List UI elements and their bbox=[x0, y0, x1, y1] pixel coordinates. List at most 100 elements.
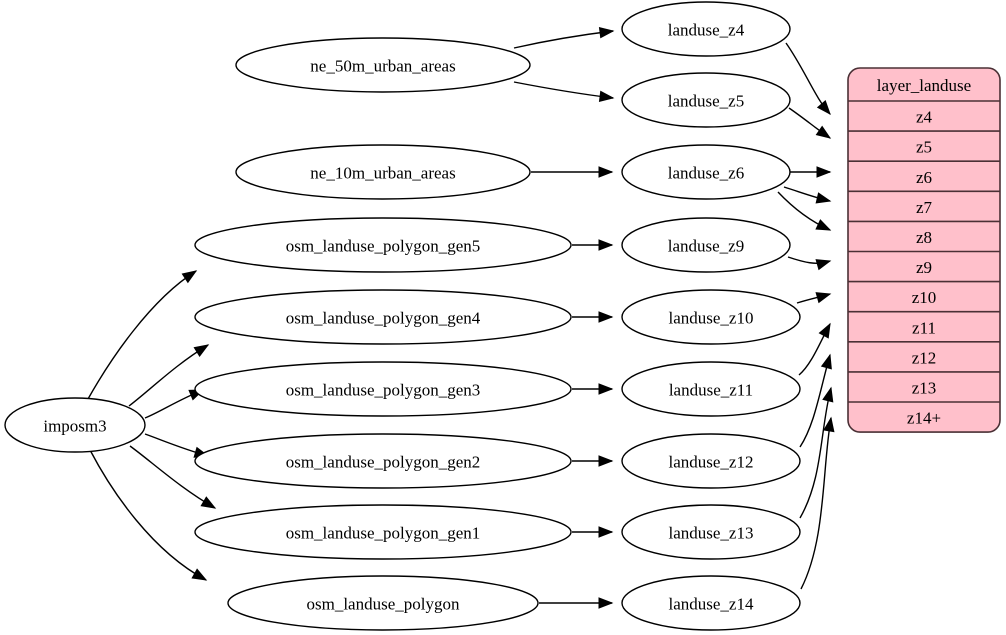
node-lz6[interactable]: landuse_z6 bbox=[621, 144, 791, 200]
table-row-label-z6[interactable]: z6 bbox=[916, 168, 932, 187]
table-row-label-z8[interactable]: z8 bbox=[916, 228, 932, 247]
edge-lz6-to-z6 bbox=[790, 166, 832, 178]
arrowhead bbox=[815, 292, 832, 304]
edge-path bbox=[800, 417, 832, 590]
node-ellipse bbox=[621, 575, 801, 631]
table-row-label-z13[interactable]: z13 bbox=[912, 378, 937, 397]
edge-lz11-to-z11 bbox=[798, 322, 831, 376]
node-ne10[interactable]: ne_10m_urban_areas bbox=[235, 144, 531, 200]
node-ellipse bbox=[4, 397, 146, 453]
node-ellipse bbox=[621, 504, 801, 560]
table-header-label: layer_landuse bbox=[877, 76, 971, 95]
edge-imposm3-to-gen1 bbox=[129, 445, 217, 509]
node-label: landuse_z6 bbox=[668, 164, 744, 183]
node-lz14[interactable]: landuse_z14 bbox=[621, 575, 801, 631]
arrowhead bbox=[598, 90, 615, 103]
node-gen5[interactable]: osm_landuse_polygon_gen5 bbox=[194, 217, 572, 273]
node-label: landuse_z4 bbox=[668, 21, 745, 40]
edge-ne10-to-lz6 bbox=[531, 166, 614, 178]
node-label: landuse_z11 bbox=[669, 381, 753, 400]
edge-lz4-to-z4 bbox=[785, 42, 831, 116]
node-lz5[interactable]: landuse_z5 bbox=[621, 72, 791, 128]
node-lz9[interactable]: landuse_z9 bbox=[621, 217, 791, 273]
node-imposm3[interactable]: imposm3 bbox=[4, 397, 146, 453]
node-label: landuse_z12 bbox=[669, 453, 754, 472]
node-ellipse bbox=[621, 1, 791, 57]
arrowhead bbox=[820, 353, 832, 370]
node-lz10[interactable]: landuse_z10 bbox=[621, 289, 801, 345]
table-row-label-z12[interactable]: z12 bbox=[912, 348, 937, 367]
node-ellipse bbox=[621, 361, 801, 417]
arrowhead bbox=[181, 270, 198, 284]
edge-lz10-to-z10 bbox=[796, 292, 832, 304]
arrowhead bbox=[200, 496, 217, 509]
node-ellipse bbox=[194, 217, 572, 273]
node-ellipse bbox=[194, 433, 572, 489]
arrowhead bbox=[815, 125, 832, 139]
node-ellipse bbox=[194, 289, 572, 345]
arrowhead bbox=[191, 568, 208, 581]
edge-lz13-to-z13 bbox=[799, 386, 834, 519]
node-label: ne_50m_urban_areas bbox=[310, 57, 455, 76]
node-lz12[interactable]: landuse_z12 bbox=[621, 433, 801, 489]
edge-gen3-to-lz11 bbox=[572, 383, 614, 395]
arrowhead bbox=[598, 526, 614, 538]
node-gen3[interactable]: osm_landuse_polygon_gen3 bbox=[194, 361, 572, 417]
node-ne50[interactable]: ne_50m_urban_areas bbox=[235, 37, 531, 93]
table-row-label-z7[interactable]: z7 bbox=[916, 198, 933, 217]
node-gen2[interactable]: osm_landuse_polygon_gen2 bbox=[194, 433, 572, 489]
edge-lz5-to-z5 bbox=[788, 107, 832, 139]
node-ellipse bbox=[621, 217, 791, 273]
node-label: osm_landuse_polygon_gen3 bbox=[286, 381, 481, 400]
table-row-label-z14+[interactable]: z14+ bbox=[907, 409, 941, 428]
node-label: landuse_z5 bbox=[668, 92, 744, 111]
arrowhead bbox=[816, 166, 832, 178]
node-label: osm_landuse_polygon_gen4 bbox=[286, 309, 481, 328]
arrowhead bbox=[598, 26, 615, 39]
edge-path bbox=[89, 449, 207, 581]
node-label: osm_landuse_polygon_gen2 bbox=[286, 453, 481, 472]
edge-ne50-to-lz5 bbox=[513, 81, 615, 103]
table-row-label-z11[interactable]: z11 bbox=[912, 318, 936, 337]
edge-path bbox=[799, 387, 832, 519]
node-ellipse bbox=[621, 144, 791, 200]
table-row-label-z9[interactable]: z9 bbox=[916, 258, 932, 277]
node-label: imposm3 bbox=[43, 417, 106, 436]
edge-poly-to-lz14 bbox=[539, 597, 614, 609]
node-poly[interactable]: osm_landuse_polygon bbox=[227, 575, 539, 631]
arrowhead bbox=[598, 455, 614, 467]
arrowhead bbox=[193, 344, 210, 357]
edge-lz12-to-z12 bbox=[799, 353, 832, 448]
table-row-label-z10[interactable]: z10 bbox=[912, 288, 937, 307]
layer-landuse-table: layer_landuse z4 z5 z6 z7 z8 z9 z10 z11 z12 z13 z14… bbox=[847, 67, 1001, 433]
edge-path bbox=[513, 30, 614, 49]
node-ellipse bbox=[235, 37, 531, 93]
node-ellipse bbox=[227, 575, 539, 631]
node-gen1[interactable]: osm_landuse_polygon_gen1 bbox=[194, 504, 572, 560]
node-lz4[interactable]: landuse_z4 bbox=[621, 1, 791, 57]
edge-gen1-to-lz13 bbox=[572, 526, 614, 538]
node-label: landuse_z10 bbox=[669, 309, 754, 328]
edge-gen4-to-lz10 bbox=[572, 311, 614, 323]
arrowhead bbox=[598, 166, 614, 178]
edge-imposm3-to-gen5 bbox=[87, 270, 198, 400]
edge-gen2-to-lz12 bbox=[572, 455, 614, 467]
table-row-label-z5[interactable]: z5 bbox=[916, 138, 932, 157]
node-label: landuse_z14 bbox=[669, 595, 754, 614]
arrowhead bbox=[598, 311, 614, 323]
node-label: osm_landuse_polygon bbox=[307, 595, 460, 614]
edge-lz14-to-z14 bbox=[800, 416, 835, 590]
arrowhead bbox=[598, 239, 614, 251]
table-row-label-z4[interactable]: z4 bbox=[916, 108, 933, 127]
node-lz13[interactable]: landuse_z13 bbox=[621, 504, 801, 560]
node-label: osm_landuse_polygon_gen5 bbox=[286, 237, 481, 256]
node-label: osm_landuse_polygon_gen1 bbox=[286, 524, 481, 543]
edge-lz6-to-z7 bbox=[783, 186, 832, 204]
node-ellipse bbox=[194, 504, 572, 560]
edge-lz6-to-z8 bbox=[777, 191, 832, 231]
node-gen4[interactable]: osm_landuse_polygon_gen4 bbox=[194, 289, 572, 345]
node-ellipse bbox=[194, 361, 572, 417]
node-lz11[interactable]: landuse_z11 bbox=[621, 361, 801, 417]
